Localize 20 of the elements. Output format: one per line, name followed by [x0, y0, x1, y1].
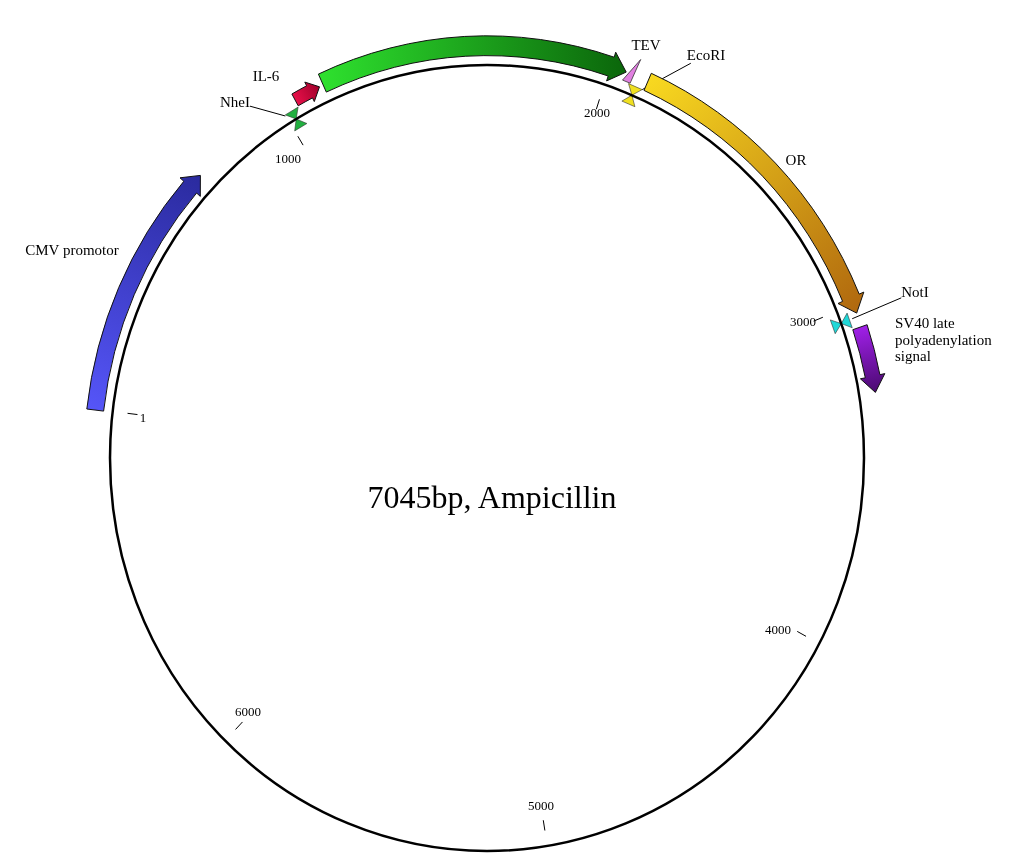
- position-label: 2000: [584, 105, 610, 121]
- position-label: 1: [139, 410, 147, 426]
- site-label: NheI: [220, 93, 250, 111]
- site-label: EcoRI: [686, 46, 726, 64]
- feature-label: OR: [785, 151, 807, 169]
- position-label: 4000: [765, 622, 791, 638]
- position-label: 5000: [528, 798, 554, 814]
- position-label: 6000: [235, 704, 261, 720]
- leader-line: [249, 105, 286, 117]
- position-label: 3000: [790, 314, 816, 330]
- feature-label: SV40 late polyadenylation signal: [895, 315, 993, 365]
- position-label: 1000: [275, 151, 301, 167]
- restriction-site-marker: [285, 106, 308, 132]
- plasmid-info-label: 7045bp, Ampicillin: [367, 478, 617, 516]
- site-label: NotI: [901, 283, 929, 301]
- feature-label: TEV: [631, 36, 661, 54]
- feature-label: IL-6: [252, 67, 280, 85]
- leader-line: [851, 297, 902, 320]
- feature-label: CMV promotor: [25, 241, 119, 259]
- restriction-site-marker: [830, 312, 853, 334]
